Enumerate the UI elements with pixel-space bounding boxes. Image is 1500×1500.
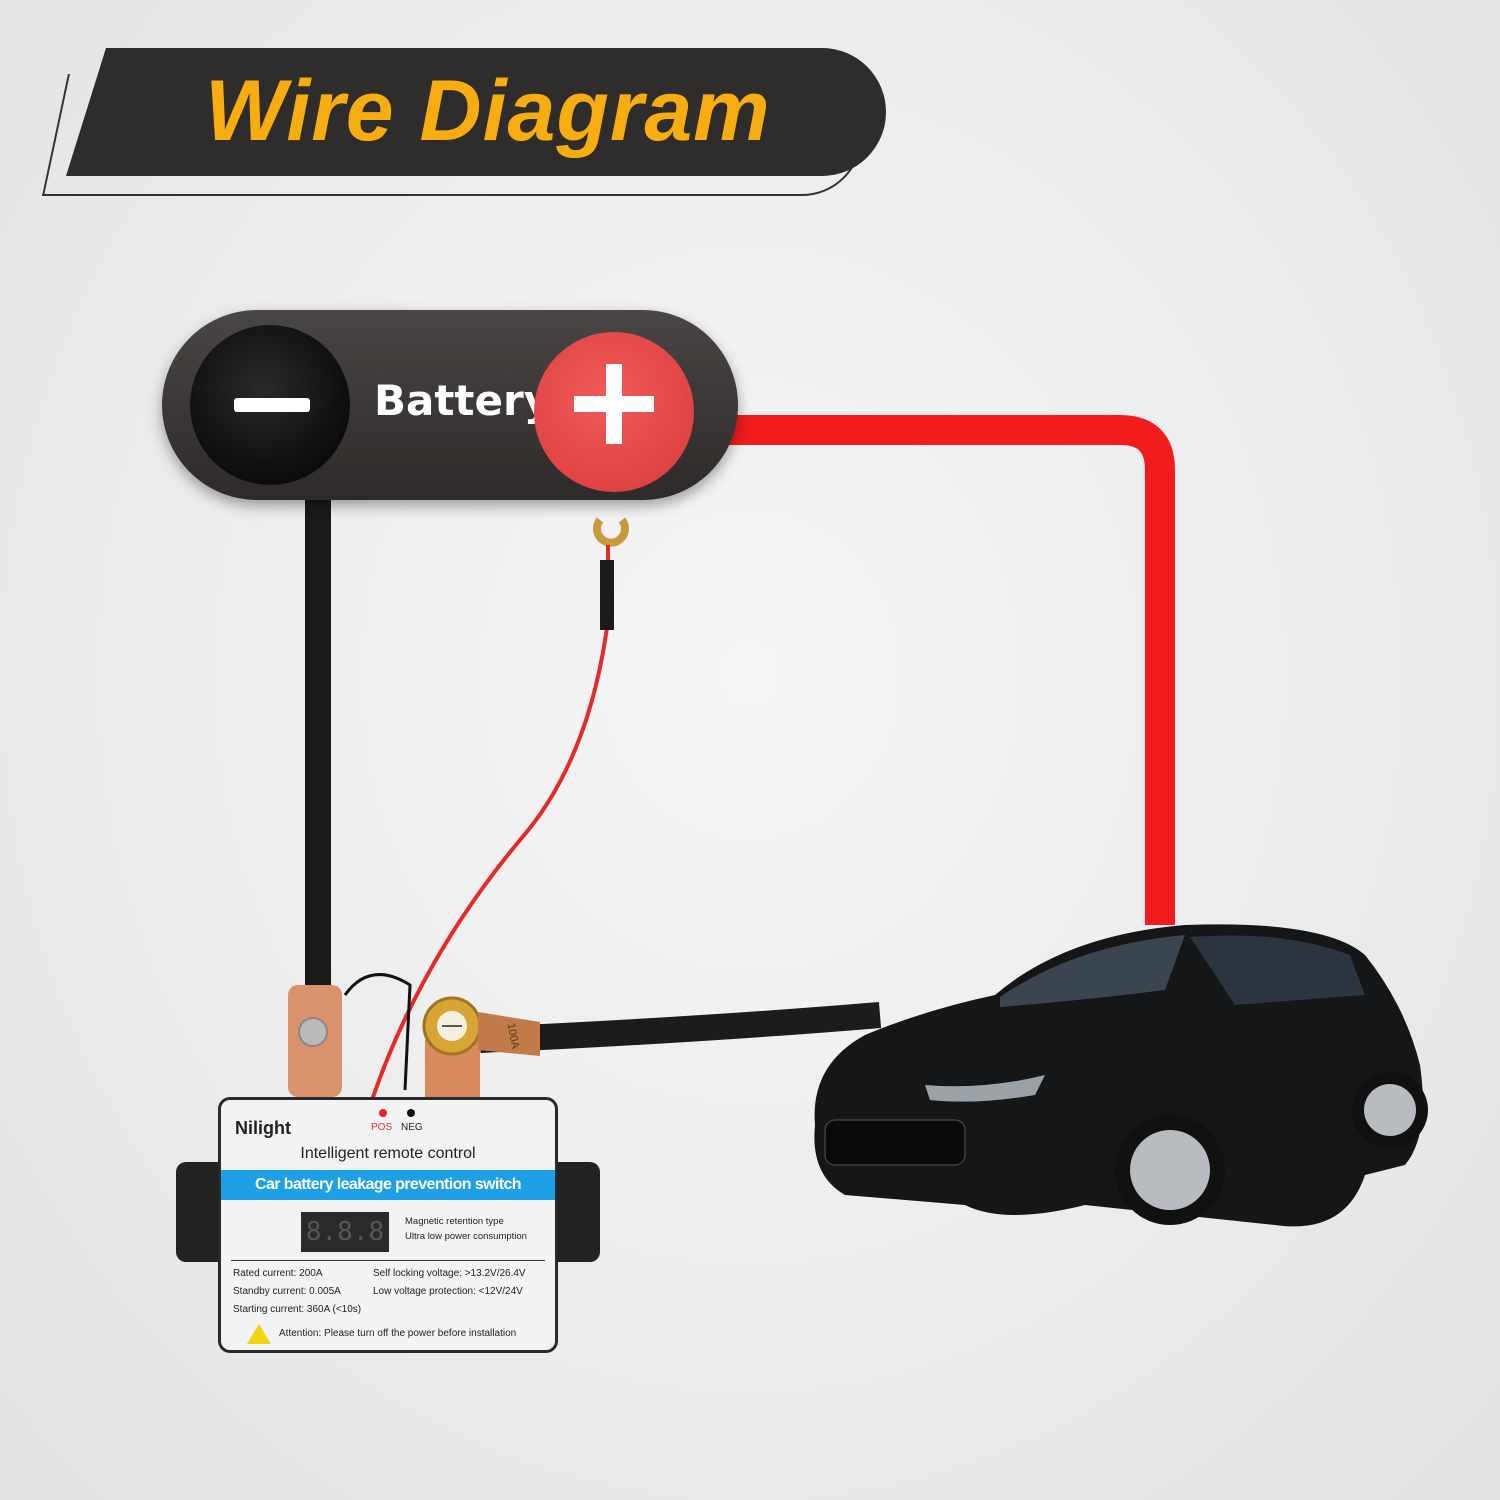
- warning-icon: [247, 1324, 271, 1344]
- car-windshield: [1000, 935, 1185, 1007]
- spec-starting: Starting current: 360A (<10s): [233, 1304, 362, 1315]
- car-grille: [824, 1119, 966, 1166]
- battery-switch-device: Nilight POS NEG Intelligent remote contr…: [218, 1097, 558, 1353]
- neg-led: [407, 1109, 415, 1117]
- led-display: 8.8.8: [301, 1212, 389, 1252]
- battery-label: Battery: [374, 376, 552, 425]
- ring-terminal: [593, 517, 629, 547]
- device-subtitle: Intelligent remote control: [300, 1145, 476, 1162]
- cable-lug: [478, 1012, 540, 1056]
- car-rim-front: [1130, 1130, 1210, 1210]
- minus-icon: [234, 398, 310, 412]
- pos-label: POS: [371, 1122, 393, 1133]
- heat-shrink: [600, 560, 614, 630]
- feature-item: Ultra low power consumption: [405, 1231, 527, 1242]
- sense-wire: [370, 545, 610, 1101]
- bolt-icon: [298, 1017, 328, 1047]
- page-title: Wire Diagram: [205, 63, 771, 159]
- device-band: Car battery leakage prevention switch: [221, 1170, 555, 1200]
- features: Magnetic retention type Ultra low power …: [405, 1214, 527, 1244]
- car-side-window: [1190, 935, 1365, 1005]
- battery: Battery: [162, 310, 738, 500]
- car-rim-rear: [1364, 1084, 1416, 1136]
- control-wire: [343, 973, 412, 1091]
- neg-label: NEG: [401, 1122, 423, 1133]
- spec-rated: Rated current: 200A: [233, 1268, 323, 1279]
- title-banner: [66, 48, 886, 176]
- brand-logo: Nilight: [235, 1118, 291, 1138]
- spec-standby: Standby current: 0.005A: [233, 1286, 341, 1297]
- divider: [231, 1260, 545, 1261]
- plus-icon-vertical: [606, 364, 622, 444]
- pos-led: [379, 1109, 387, 1117]
- car-headlight: [925, 1075, 1045, 1102]
- attention-text: Attention: Please turn off the power bef…: [279, 1328, 517, 1339]
- spec-self-locking: Self locking voltage: >13.2V/26.4V: [373, 1268, 526, 1279]
- car-image: [814, 924, 1428, 1227]
- positive-main-cable: [720, 415, 1175, 925]
- feature-item: Magnetic retention type: [405, 1216, 504, 1227]
- spec-low-voltage: Low voltage protection: <12V/24V: [373, 1286, 523, 1297]
